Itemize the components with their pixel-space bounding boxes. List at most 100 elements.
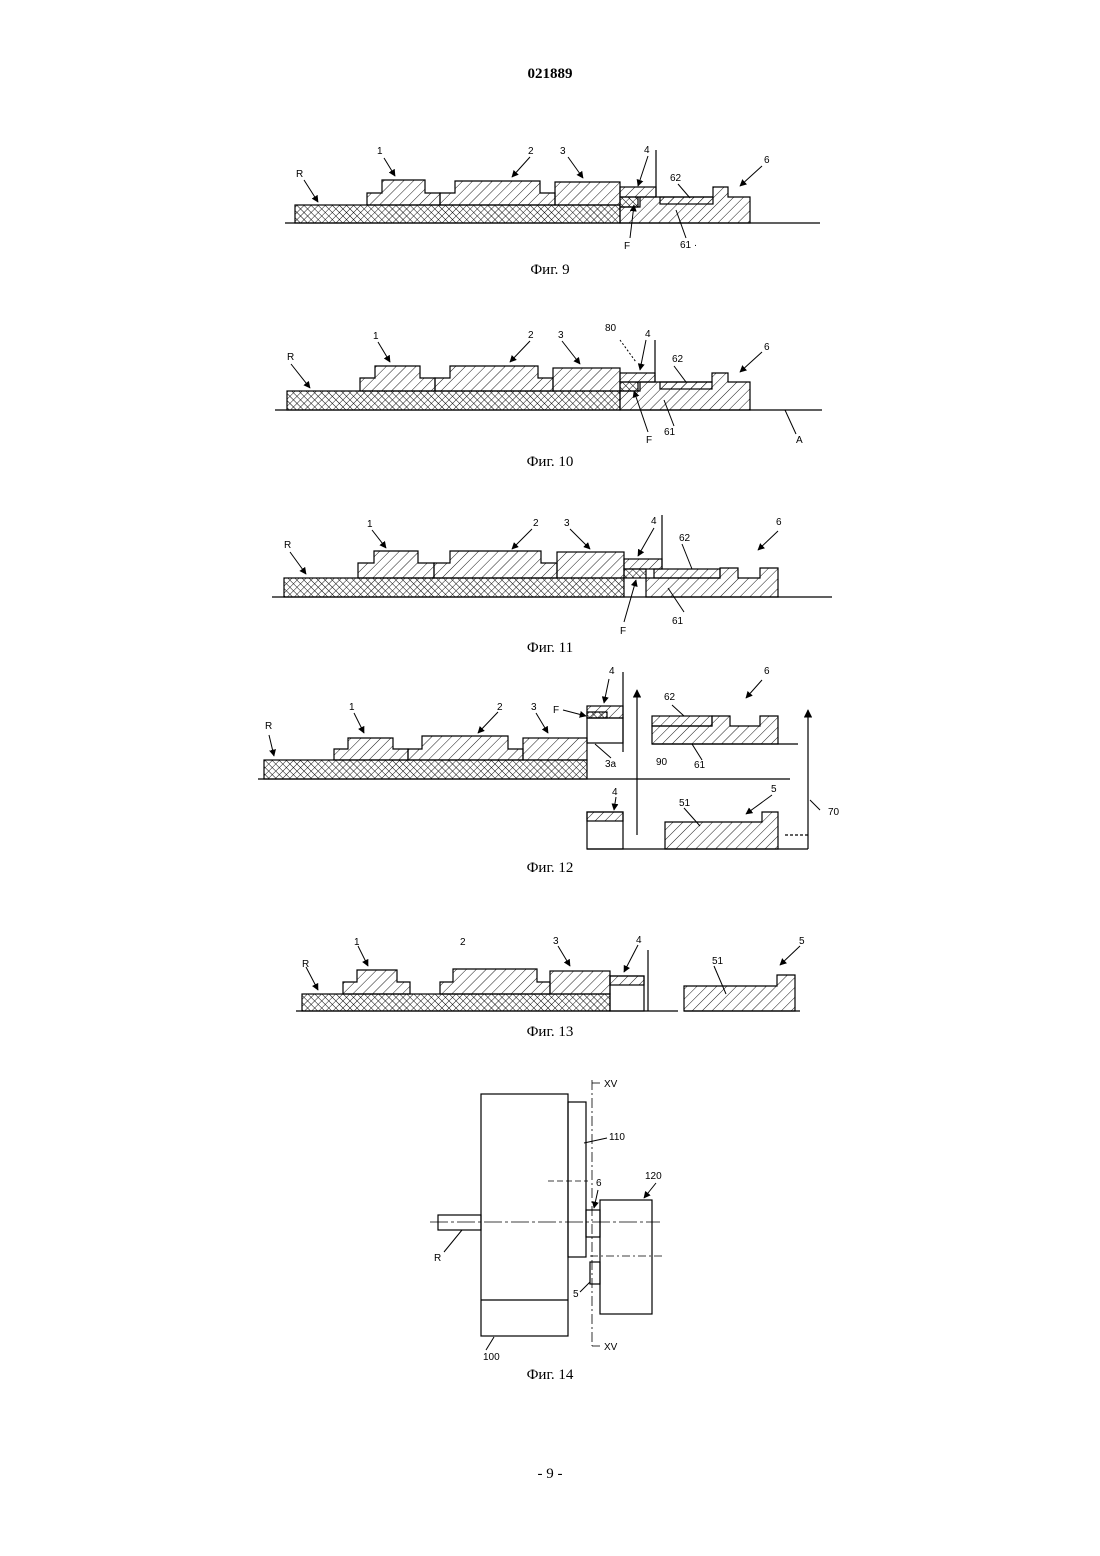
- figure-9-caption: Фиг. 9: [0, 262, 1100, 279]
- figure-11-diagram: R 1 2 3 4 62 6 F 61: [0, 510, 1100, 640]
- label-2: 2: [528, 146, 534, 157]
- figure-13-diagram: R 1 2 3 4 51 5: [0, 930, 1100, 1020]
- label-R: R: [287, 352, 294, 363]
- label-R: R: [434, 1253, 441, 1264]
- label-1: 1: [349, 702, 355, 713]
- label-62: 62: [672, 354, 684, 365]
- label-4: 4: [644, 145, 650, 156]
- label-R: R: [302, 959, 309, 970]
- figure-14-caption: Фиг. 14: [0, 1367, 1100, 1384]
- part-6: [586, 1210, 600, 1237]
- part-1: [358, 551, 434, 578]
- part-2: [435, 366, 553, 391]
- label-A: A: [796, 435, 803, 446]
- label-5: 5: [799, 936, 805, 947]
- figure-10-diagram: R 1 2 3 80 4 62 6 F 61 A: [0, 320, 1100, 450]
- label-62: 62: [679, 533, 691, 544]
- part-2: [408, 736, 523, 760]
- label-F: F: [620, 626, 626, 637]
- block-120: [600, 1200, 652, 1314]
- label-1: 1: [377, 146, 383, 157]
- plate-110: [568, 1102, 586, 1257]
- label-5: 5: [573, 1289, 579, 1300]
- rod-R: [284, 578, 624, 597]
- part-2: [434, 551, 557, 578]
- label-XV-bottom: XV: [604, 1342, 618, 1353]
- label-6: 6: [764, 666, 770, 677]
- label-3: 3: [553, 936, 559, 947]
- part-3: [523, 738, 587, 760]
- part-62: [654, 569, 720, 578]
- label-61: 61: [664, 427, 676, 438]
- part-3: [557, 552, 624, 578]
- part-5: [590, 1262, 600, 1284]
- label-3: 3: [564, 518, 570, 529]
- label-3a: 3a: [605, 759, 617, 770]
- label-F: F: [553, 705, 559, 716]
- figure-12-diagram: R 1 2 3 F 4 3a 90 62 6 61 4 51 5 70: [0, 662, 1100, 858]
- label-90: 90: [656, 757, 668, 768]
- label-4-lower: 4: [612, 787, 618, 798]
- label-61: 61: [672, 616, 684, 627]
- label-R: R: [284, 540, 291, 551]
- part-3: [553, 368, 620, 391]
- part-1: [343, 970, 410, 994]
- label-6: 6: [764, 342, 770, 353]
- label-R: R: [265, 721, 272, 732]
- part-3: [555, 182, 620, 205]
- document-number: 021889: [0, 66, 1100, 83]
- part-4: [620, 187, 656, 197]
- label-70: 70: [828, 807, 840, 818]
- label-51: 51: [679, 798, 691, 809]
- label-4: 4: [609, 666, 615, 677]
- label-F: F: [624, 241, 630, 252]
- label-62: 62: [664, 692, 676, 703]
- figure-14-diagram: XV 110 6 120 R 5 100 XV: [0, 1074, 1100, 1364]
- part-62: [660, 382, 712, 389]
- rod-R: [264, 760, 587, 779]
- label-62: 62: [670, 173, 682, 184]
- label-51: 51: [712, 956, 724, 967]
- label-2: 2: [528, 330, 534, 341]
- label-110: 110: [609, 1132, 625, 1143]
- part-2: [440, 969, 550, 994]
- shaft-R: [438, 1215, 481, 1230]
- label-6: 6: [596, 1178, 602, 1189]
- part-F: [620, 382, 638, 391]
- page-number: - 9 -: [0, 1466, 1100, 1483]
- part-1: [367, 180, 440, 205]
- label-F: F: [646, 435, 652, 446]
- label-1: 1: [354, 937, 360, 948]
- label-2: 2: [497, 702, 503, 713]
- part-F: [624, 569, 646, 578]
- label-4: 4: [651, 516, 657, 527]
- part-F: [587, 712, 607, 718]
- part-1: [334, 738, 408, 760]
- part-3: [550, 971, 610, 994]
- part-4: [620, 373, 655, 382]
- label-4: 4: [645, 329, 651, 340]
- part-F: [620, 197, 638, 207]
- label-R: R: [296, 169, 303, 180]
- part-51: [684, 975, 795, 1011]
- label-61: 61: [694, 760, 706, 771]
- part-1: [360, 366, 435, 391]
- figure-9-diagram: R 1 2 3 4 6 62 F 61 ·: [0, 130, 1100, 260]
- rod-R: [287, 391, 620, 410]
- label-4: 4: [636, 935, 642, 946]
- label-6: 6: [764, 155, 770, 166]
- label-3: 3: [560, 146, 566, 157]
- figure-11-caption: Фиг. 11: [0, 640, 1100, 657]
- part-62: [660, 197, 713, 204]
- label-XV-top: XV: [604, 1079, 618, 1090]
- figure-13-caption: Фиг. 13: [0, 1024, 1100, 1041]
- part-3a: [587, 718, 623, 743]
- label-3: 3: [558, 330, 564, 341]
- rod-R: [295, 205, 620, 223]
- label-1: 1: [373, 331, 379, 342]
- part-4: [624, 559, 662, 569]
- label-1: 1: [367, 519, 373, 530]
- part-51: [665, 812, 778, 849]
- label-2: 2: [533, 518, 539, 529]
- figure-10-caption: Фиг. 10: [0, 454, 1100, 471]
